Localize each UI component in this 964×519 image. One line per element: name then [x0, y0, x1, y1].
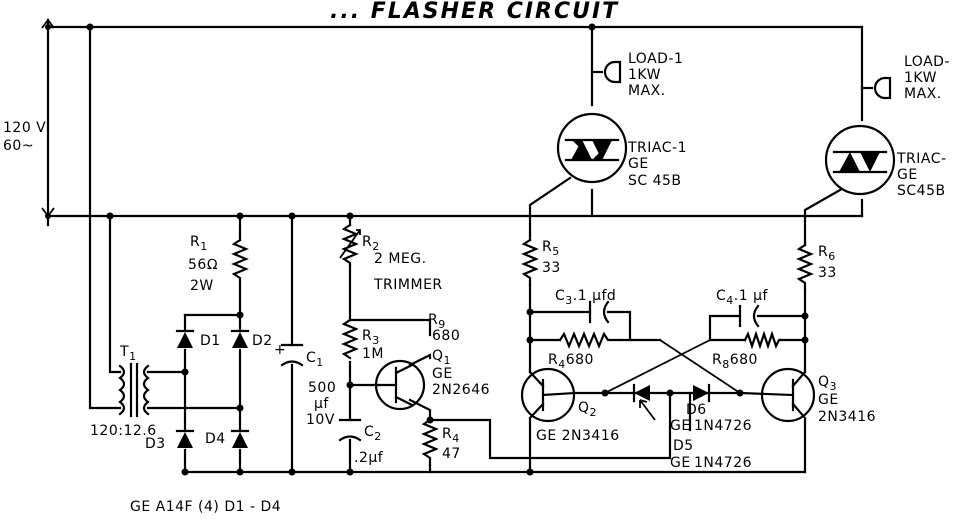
t1-ratio: 120:12.6: [90, 423, 157, 439]
q3-part: 2N3416: [818, 409, 876, 425]
q3-npn-transistor-icon: [738, 367, 816, 423]
r5-name: R5: [542, 239, 560, 258]
supply-arrow-down-icon: [41, 207, 55, 218]
triac-2-name: TRIAC-: [896, 151, 947, 167]
supply-voltage-label: 120 V: [3, 120, 46, 136]
load-1-max: MAX.: [628, 83, 666, 99]
r3-value: 1M: [362, 346, 384, 362]
c1-rating: 10V: [306, 412, 335, 428]
load-1-bulb-icon: [603, 60, 622, 84]
d6-name: D6: [686, 402, 707, 418]
supply-frequency-label: 60~: [3, 138, 34, 154]
c4-label: C4.1 µf: [716, 288, 768, 307]
c1-name: C1: [306, 350, 324, 369]
r8-label: R8680: [712, 352, 758, 371]
r1-name: R1: [190, 234, 208, 253]
q3-maker: GE: [818, 392, 839, 408]
d2-diode-icon: [230, 329, 250, 348]
c3-label: C3.1 µfd: [555, 288, 616, 307]
r2-trim-arrow-icon: [339, 229, 361, 259]
d3-diode-icon: [175, 429, 195, 448]
load-2-max: MAX.: [904, 86, 942, 102]
junction-dots: [45, 23, 809, 476]
d6-zener-icon: [693, 383, 711, 403]
r2-value: 2 MEG.: [374, 251, 427, 267]
load-2-bulb-icon: [873, 76, 892, 100]
r3-resistor-icon: [341, 318, 359, 360]
d2-label: D2: [252, 333, 273, 349]
r4-resistor-icon: [421, 418, 439, 467]
r1-value: 56Ω: [188, 257, 218, 273]
bridge-diodes-note: GE A14F (4) D1 - D4: [130, 499, 281, 515]
triac-1-maker: GE: [628, 156, 649, 172]
c1-value: 500: [308, 380, 336, 396]
load-1-name: LOAD-1: [628, 51, 683, 67]
r2-trimmer-icon: [341, 223, 359, 267]
supply-arrow-up-icon: [41, 18, 55, 29]
q3-name: Q3: [818, 374, 837, 393]
load-2-power: 1KW: [904, 70, 937, 86]
r1-resistor-icon: [231, 238, 249, 280]
c4-capacitor-icon: [738, 304, 760, 328]
r8-resistor-icon: [743, 330, 782, 350]
d5-part: 1N4726: [694, 455, 752, 471]
r2-note: TRIMMER: [373, 277, 443, 293]
d1-diode-icon: [175, 329, 195, 348]
c1-unit: µf: [314, 396, 329, 412]
triac-1-symbol-icon: [556, 112, 628, 184]
q1-part: 2N2646: [432, 382, 490, 398]
d6-maker: GE: [670, 418, 691, 434]
q1-maker: GE: [432, 366, 453, 382]
t1-name: T1: [119, 344, 137, 363]
triac-1-part: SC 45B: [628, 173, 682, 189]
d5-maker: GE: [670, 455, 691, 471]
r4-value: 47: [442, 446, 461, 462]
c2-capacitor-icon: [338, 418, 362, 442]
r9-value: 680: [432, 328, 460, 344]
d4-diode-icon: [230, 429, 250, 448]
c1-capacitor-icon: +: [274, 342, 304, 367]
r6-value: 33: [818, 265, 837, 281]
q2-npn-transistor-icon: [520, 367, 577, 423]
wiring: [46, 18, 874, 474]
d5-zener-icon: [632, 383, 656, 421]
load-2-name: LOAD-: [904, 54, 950, 70]
triac-1-name: TRIAC-1: [627, 140, 687, 156]
triac-2-symbol-icon: [824, 124, 896, 196]
r9-name: R9: [428, 312, 446, 331]
triac-2-maker: GE: [897, 167, 918, 183]
r1-rating: 2W: [190, 278, 214, 294]
triac-2-part: SC45B: [897, 183, 946, 199]
r4-680-resistor-icon: [558, 331, 622, 349]
r4-name: R4: [442, 426, 460, 445]
q2-name: Q2: [578, 400, 597, 419]
q1-name: Q1: [432, 348, 451, 367]
d1-label: D1: [200, 333, 221, 349]
c2-name: C2: [364, 424, 382, 443]
r4b-label: R4680: [548, 352, 594, 371]
d5-name: D5: [673, 438, 694, 454]
load-1-power: 1KW: [628, 67, 661, 83]
c2-value: .2µf: [354, 450, 384, 466]
d4-label: D4: [205, 431, 226, 447]
c3-capacitor-icon: [588, 300, 610, 324]
diagram-title: ... FLASHER CIRCUIT: [330, 0, 619, 24]
r5-value: 33: [542, 260, 561, 276]
d6-part: 1N4726: [694, 418, 752, 434]
d3-label: D3: [145, 436, 166, 452]
svg-text:+: +: [274, 342, 286, 358]
t1-transformer-icon: [118, 362, 150, 418]
q1-ujt-transistor-icon: [374, 359, 426, 411]
r3-name: R3: [362, 328, 380, 347]
r6-name: R6: [818, 244, 836, 263]
r2-name: R2: [362, 234, 380, 253]
r5-resistor-icon: [521, 238, 539, 287]
q2-label: GE 2N3416: [536, 428, 620, 444]
r6-resistor-icon: [796, 243, 814, 292]
